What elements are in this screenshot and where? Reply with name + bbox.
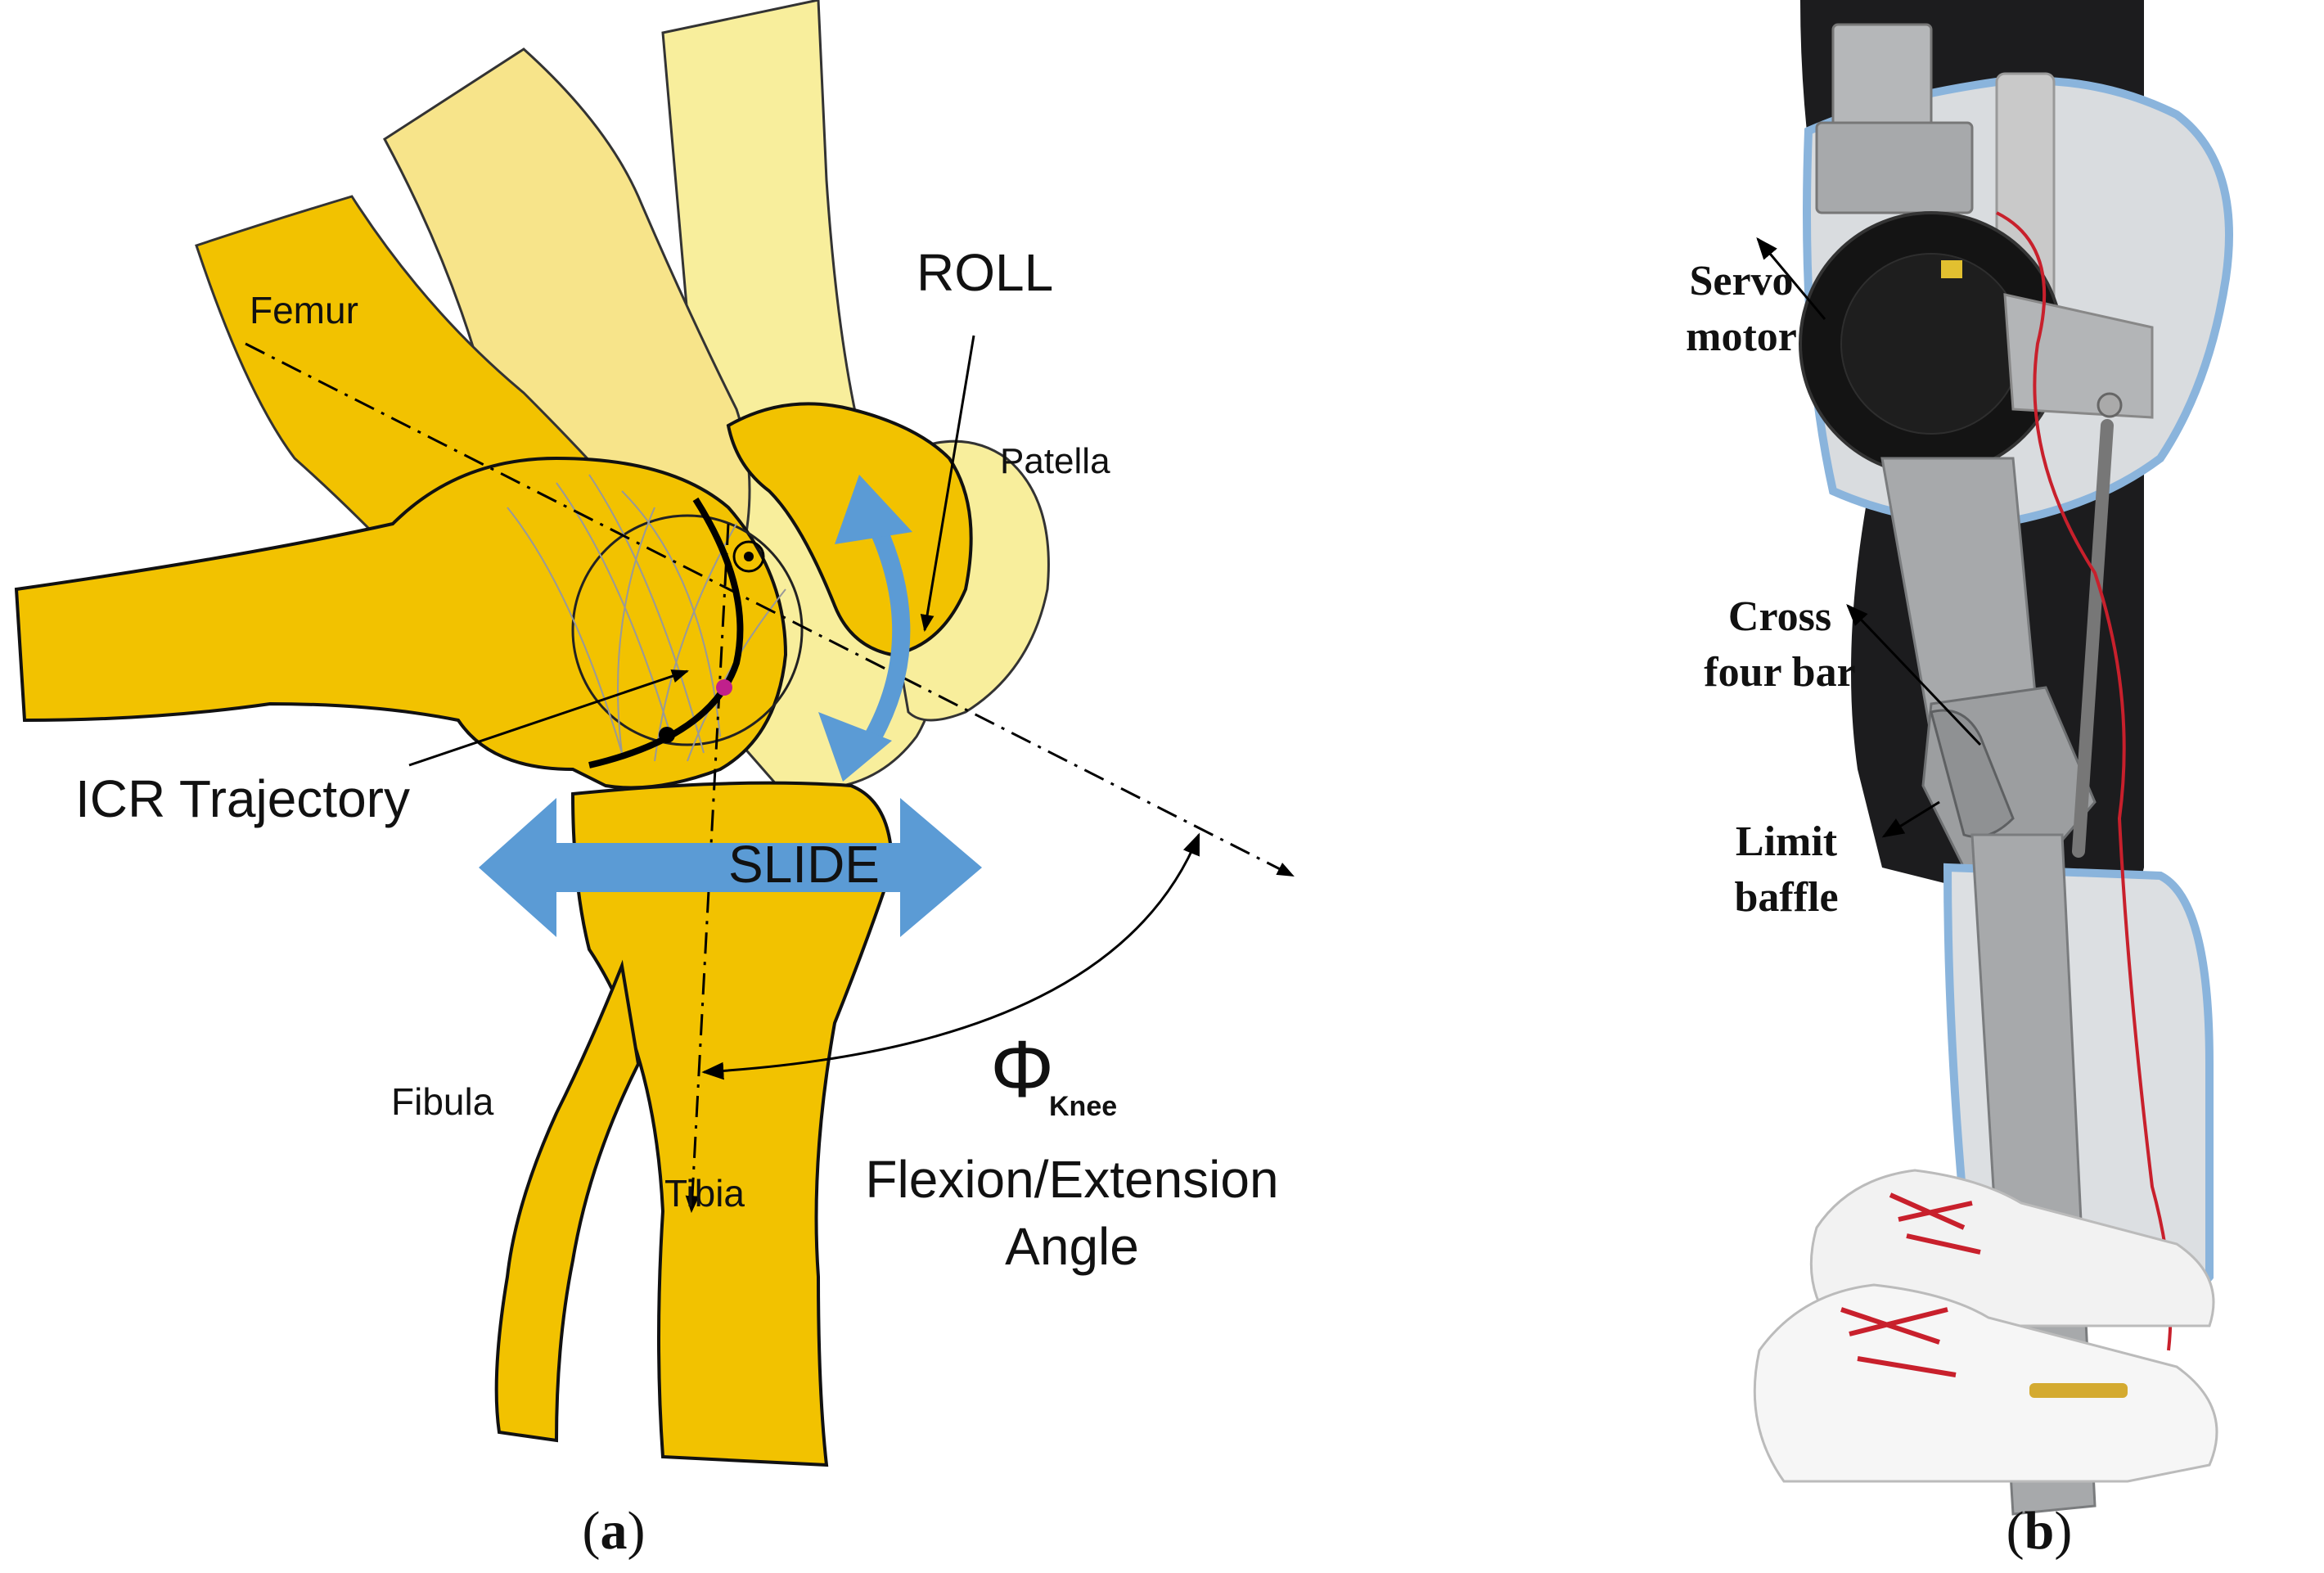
phi-knee-symbol: Φ (990, 1024, 1054, 1114)
cross-four-bar-pointer (1846, 604, 1982, 746)
caption-b: (b) (2006, 1501, 2073, 1561)
phi-subscript: Knee (1049, 1091, 1117, 1122)
angle-label-line2: Angle (1005, 1217, 1139, 1276)
limit-baffle-label-line2: baffle (1734, 874, 1838, 921)
roll-arrowhead-top (835, 475, 912, 544)
slide-double-arrow (479, 798, 982, 937)
fibula-label: Fibula (391, 1080, 494, 1123)
icr-point-top-center (744, 552, 754, 561)
icr-trajectory-label: ICR Trajectory (75, 769, 410, 828)
patella-label: Patella (1000, 441, 1110, 481)
red-cable (1996, 211, 2173, 1351)
icr-leader-line (408, 669, 689, 767)
fibula-bone (494, 959, 641, 1443)
slide-label: SLIDE (728, 835, 880, 894)
icr-point-top (732, 540, 765, 573)
icr-point-low (659, 727, 675, 743)
servo-motor-cap (1840, 253, 2022, 435)
roll-label: ROLL (917, 243, 1053, 302)
icr-point-mid (716, 679, 732, 696)
limit-baffle-pointer (1881, 800, 1940, 838)
femoral-condyle-outline (571, 514, 804, 746)
cross-four-bar-label-line2: four bar (1704, 649, 1855, 696)
tibia-label: Tibia (664, 1172, 745, 1215)
femur-axis-line (245, 342, 1295, 877)
cross-four-bar-label-line1: Cross (1728, 593, 1831, 640)
femur-label: Femur (250, 289, 358, 331)
panel-b-exoskeleton-photo: Servo motor Cross four bar Limit baffle … (1686, 0, 2233, 1561)
roll-curved-arrow (855, 503, 911, 758)
angle-label-line1: Flexion/Extension (865, 1150, 1278, 1209)
shoe-front (1753, 1283, 2218, 1483)
actuator-rod (2072, 419, 2114, 858)
servo-motor-label-line1: Servo (1689, 258, 1793, 304)
caption-a: (a) (583, 1501, 646, 1561)
upper-bracket-plate (1815, 121, 1974, 214)
roll-leader-line (920, 335, 975, 633)
phi-glyph: Φ (990, 1024, 1054, 1114)
servo-motor-connector (1941, 260, 1962, 278)
roll-arrowhead-bottom (818, 712, 892, 782)
panel-a-knee-diagram: SLIDE Femur ROLL Patella ICR Trajectory … (14, 0, 1295, 1561)
flexion-angle-arc (701, 832, 1200, 1080)
limit-baffle-label-line1: Limit (1736, 818, 1838, 865)
servo-pointer (1756, 237, 1826, 320)
shoe-gold-plate (2029, 1383, 2128, 1398)
actuator-top-joint (2097, 392, 2123, 418)
shoe-laces (1840, 1192, 1981, 1377)
servo-motor-label-line2: motor (1686, 313, 1797, 360)
icr-trajectory-curve (588, 497, 744, 768)
